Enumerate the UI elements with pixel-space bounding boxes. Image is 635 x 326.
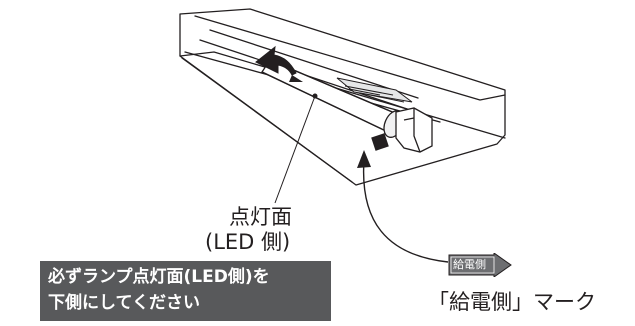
mark-pointer-arrow <box>362 159 449 263</box>
instruction-line-1: 必ずランプ点灯面(LED側)を <box>48 267 270 287</box>
leader-line <box>274 95 316 204</box>
badge-arrow-icon <box>448 252 512 278</box>
fixture-bottom-lip <box>181 57 353 183</box>
leader-dot <box>312 93 318 99</box>
channel-line <box>209 29 419 99</box>
mark-caption: 「給電側」マーク <box>428 290 596 314</box>
rotate-arrow <box>255 45 297 76</box>
power-side-mark-badge: 給電側 <box>448 252 512 278</box>
fixture-inner-top-edge <box>194 15 506 101</box>
mark-badge-label: 給電側 <box>453 258 486 271</box>
label-plate <box>336 77 413 103</box>
lamp-socket <box>371 107 433 153</box>
emitting-face-sublabel: (LED 側) <box>205 230 291 254</box>
emitting-face-label: 点灯面 <box>229 205 292 229</box>
instruction-line-2: 下側にしてください <box>48 293 200 313</box>
instruction-box: 必ずランプ点灯面(LED側)を 下側にしてください <box>40 261 331 321</box>
rotate-arrow-head <box>289 75 303 82</box>
mark-pointer-arrowhead <box>357 150 371 168</box>
